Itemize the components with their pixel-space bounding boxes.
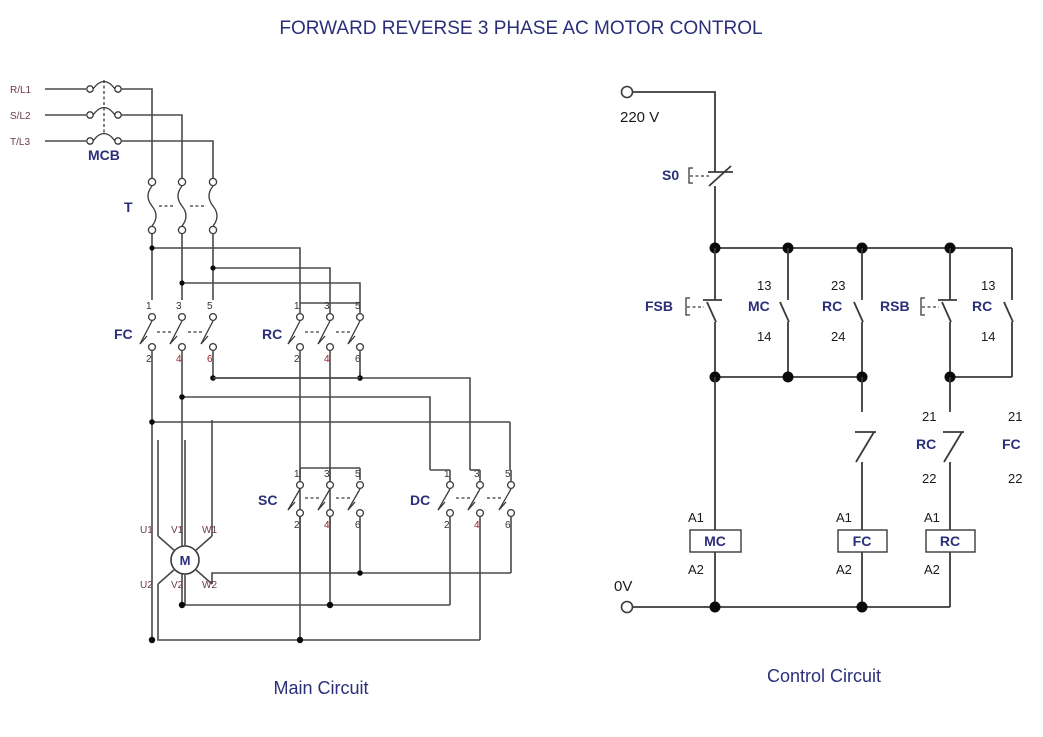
dc-terminal-1: 1 — [444, 469, 450, 480]
supply-terminal-0v — [620, 600, 634, 614]
rc-terminal-2: 2 — [294, 354, 300, 365]
coil-rc-branch: 21 FC 22 A1 RC A2 — [924, 377, 1022, 607]
dc-terminal-5: 5 — [505, 469, 511, 480]
motor-terminal-v2: V2 — [171, 580, 184, 591]
junction-dot — [856, 601, 868, 613]
fsb-label: FSB — [645, 298, 673, 314]
hold-contact-rc[interactable]: 13 RC 14 — [950, 248, 1014, 378]
rc-hold-terminal-14: 14 — [981, 329, 995, 344]
mc-coil-terminal-a1: A1 — [688, 510, 704, 525]
motor-terminal-u1: U1 — [140, 525, 153, 536]
fc-coil-terminal-a2: A2 — [836, 562, 852, 577]
coil-mc-label: MC — [704, 533, 726, 549]
supply-label-220v: 220 V — [620, 109, 659, 126]
supply-terminal-220v — [620, 85, 634, 99]
coil-fc-branch: 21 RC 22 A1 FC A2 — [836, 377, 936, 607]
mcb-breaker[interactable]: MCB — [86, 80, 122, 163]
supply-label-0v: 0V — [614, 578, 632, 595]
junction-dot — [782, 371, 794, 383]
rc-contact-terminal-24: 24 — [831, 329, 845, 344]
thermal-overload-t[interactable]: T — [124, 177, 218, 235]
sc-terminal-3: 3 — [324, 469, 330, 480]
main-circuit-group: R/L1 S/L2 T/L3 MCB — [10, 80, 516, 698]
fc-terminal-2: 2 — [146, 354, 152, 365]
rc-terminal-1: 1 — [294, 301, 300, 312]
mc-contact-label: MC — [748, 298, 770, 314]
rc-interlock-label: RC — [916, 436, 936, 452]
rc-coil-terminal-a2: A2 — [924, 562, 940, 577]
rc-terminal-4: 4 — [324, 354, 330, 365]
motor-terminal-v1: V1 — [171, 525, 184, 536]
contactor-dc[interactable]: DC 1 2 3 4 5 6 — [410, 469, 516, 531]
coil-fc-label: FC — [853, 533, 872, 549]
mc-coil-terminal-a2: A2 — [688, 562, 704, 577]
rc-contact-terminal-23: 23 — [831, 278, 845, 293]
dc-terminal-4: 4 — [474, 520, 480, 531]
rc-coil-terminal-a1: A1 — [924, 510, 940, 525]
stop-button-s0-label: S0 — [662, 167, 679, 183]
phase-label-t: T/L3 — [10, 137, 30, 148]
sc-terminal-1: 1 — [294, 469, 300, 480]
sc-terminal-2: 2 — [294, 520, 300, 531]
fc-terminal-4: 4 — [176, 354, 182, 365]
contactor-dc-label: DC — [410, 492, 430, 508]
motor-m: M U1 V1 W1 U2 V2 W2 — [140, 420, 217, 591]
junction-dot — [709, 601, 721, 613]
sc-terminal-4: 4 — [324, 520, 330, 531]
phase-label-r: R/L1 — [10, 85, 32, 96]
fc-interlock-terminal-21: 21 — [1008, 409, 1022, 424]
dc-terminal-6: 6 — [505, 520, 511, 531]
dc-terminal-3: 3 — [474, 469, 480, 480]
seal-contact-rc[interactable]: 23 RC 24 — [822, 248, 864, 377]
contactor-sc[interactable]: SC 1 2 3 4 5 6 — [258, 467, 365, 531]
motor-terminal-w2: W2 — [202, 580, 217, 591]
overload-label: T — [124, 199, 133, 215]
contactor-rc[interactable]: RC 1 2 3 4 5 6 — [262, 301, 365, 365]
mc-contact-terminal-13: 13 — [757, 278, 771, 293]
motor-symbol-label: M — [180, 553, 191, 568]
control-circuit-group: 220 V S0 FSB — [614, 85, 1022, 686]
fc-terminal-3: 3 — [176, 301, 182, 312]
contactor-rc-label: RC — [262, 326, 282, 342]
dc-terminal-2: 2 — [444, 520, 450, 531]
coil-mc-branch: A1 MC A2 — [688, 377, 742, 607]
sc-terminal-5: 5 — [355, 469, 361, 480]
fc-coil-terminal-a1: A1 — [836, 510, 852, 525]
mc-contact-terminal-14: 14 — [757, 329, 771, 344]
forward-start-button-fsb[interactable]: FSB — [645, 248, 722, 377]
fc-terminal-5: 5 — [207, 301, 213, 312]
contactor-fc-label: FC — [114, 326, 133, 342]
rc-interlock-terminal-22: 22 — [922, 471, 936, 486]
stop-button-s0[interactable]: S0 — [662, 165, 733, 248]
control-circuit-caption: Control Circuit — [767, 666, 881, 686]
fc-terminal-1: 1 — [146, 301, 152, 312]
contactor-sc-label: SC — [258, 492, 277, 508]
rsb-label: RSB — [880, 298, 910, 314]
fc-interlock-label: FC — [1002, 436, 1021, 452]
fc-interlock-terminal-22: 22 — [1008, 471, 1022, 486]
sc-terminal-6: 6 — [355, 520, 361, 531]
rc-terminal-5: 5 — [355, 301, 361, 312]
rc-hold-label: RC — [972, 298, 992, 314]
rc-terminal-6: 6 — [355, 354, 361, 365]
contactor-fc[interactable]: FC 1 2 3 4 5 6 — [114, 301, 218, 365]
motor-terminal-w1: W1 — [202, 525, 217, 536]
reverse-start-button-rsb[interactable]: RSB — [880, 248, 957, 377]
page-title: FORWARD REVERSE 3 PHASE AC MOTOR CONTROL — [279, 18, 762, 39]
rc-hold-terminal-13: 13 — [981, 278, 995, 293]
mcb-label: MCB — [88, 147, 120, 163]
rc-contact-label: RC — [822, 298, 842, 314]
motor-terminal-u2: U2 — [140, 580, 153, 591]
rc-terminal-3: 3 — [324, 301, 330, 312]
rc-interlock-terminal-21: 21 — [922, 409, 936, 424]
hold-contact-mc[interactable]: 13 MC 14 — [748, 248, 790, 377]
phase-label-s: S/L2 — [10, 111, 31, 122]
main-circuit-caption: Main Circuit — [273, 678, 368, 698]
coil-rc-label: RC — [940, 533, 960, 549]
fc-terminal-6: 6 — [207, 354, 213, 365]
